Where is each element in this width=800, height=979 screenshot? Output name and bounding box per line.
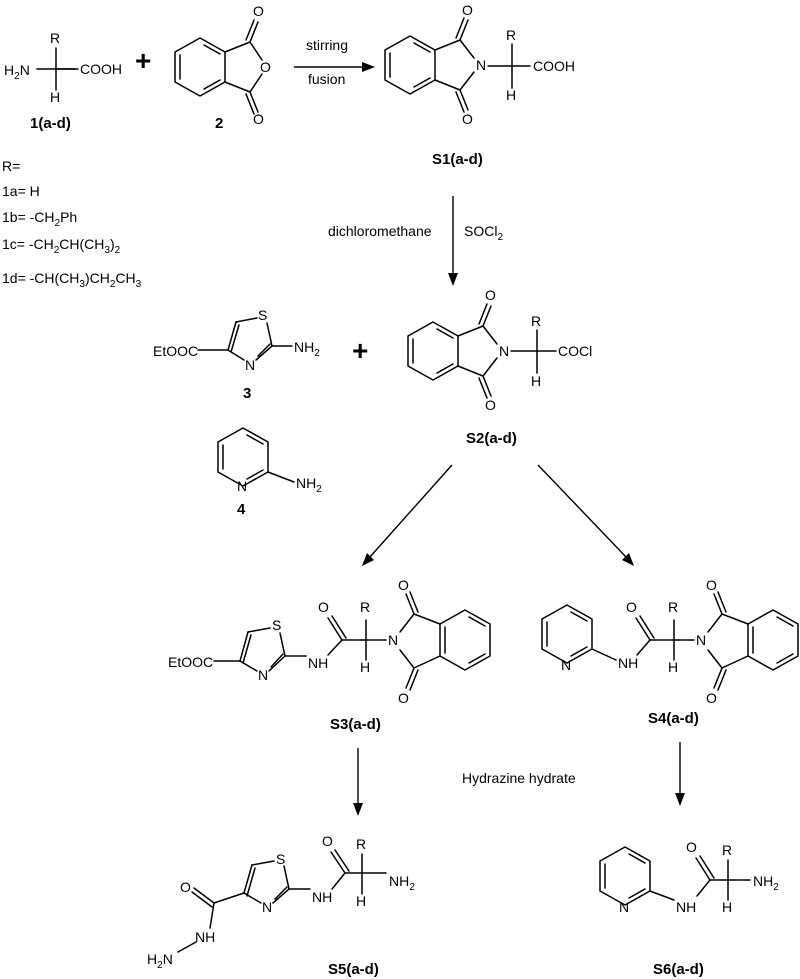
plus-sign-1: + — [135, 45, 151, 76]
compound-s2-structure: O N O R H COCl — [407, 287, 592, 413]
condition-stirring: stirring — [306, 37, 348, 53]
label-s3: S3(a-d) — [330, 716, 381, 733]
atom-r: R — [360, 599, 370, 615]
label-1: 1(a-d) — [30, 115, 71, 132]
substituent-list: R= 1a= H 1b= -CH2Ph 1c= -CH2CH(CH3)2 1d=… — [2, 158, 142, 290]
atom-o: O — [398, 577, 409, 593]
atom-n: N — [245, 357, 255, 373]
label-2: 2 — [215, 115, 223, 132]
atom-etooc: EtOOC — [168, 654, 213, 670]
atom-h: H — [668, 659, 678, 675]
atom-o: O — [626, 599, 637, 615]
atom-s: S — [272, 617, 281, 633]
atom-n: N — [619, 899, 629, 915]
atom-h: H — [356, 893, 366, 909]
atom-nh: NH — [676, 899, 696, 915]
atom-nh: NH — [618, 655, 638, 671]
atom-o: O — [260, 59, 271, 75]
atom-n: N — [258, 667, 268, 683]
atom-h2n: H2N — [4, 62, 30, 82]
atom-o: O — [485, 287, 496, 303]
substituent-1d: 1d= -CH(CH3)CH2CH3 — [2, 270, 142, 290]
atom-s: S — [276, 851, 285, 867]
atom-nh2: NH2 — [389, 873, 415, 893]
atom-o: O — [706, 577, 717, 593]
atom-s: S — [258, 307, 267, 323]
substituent-1a: 1a= H — [2, 183, 40, 199]
atom-nh: NH — [312, 889, 332, 905]
atom-nh2: NH2 — [296, 475, 322, 495]
atom-cooh: COOH — [80, 61, 122, 77]
atom-n: N — [476, 57, 486, 73]
atom-o: O — [322, 833, 333, 849]
atom-h: H — [531, 373, 541, 389]
compound-s3-structure: EtOOC S N NH O R H N O O — [168, 577, 491, 706]
atom-h: H — [360, 659, 370, 675]
atom-cocl: COCl — [558, 343, 592, 359]
compound-s1-structure: O N O R H COOH — [384, 2, 575, 127]
condition-fusion: fusion — [308, 71, 345, 87]
atom-o: O — [485, 397, 496, 413]
label-3: 3 — [243, 385, 251, 402]
atom-etooc: EtOOC — [153, 343, 198, 359]
compound-3-structure: S N EtOOC NH2 — [153, 307, 320, 373]
compound-s4-structure: N NH O R H N O O — [541, 577, 799, 706]
substituent-1c: 1c= -CH2CH(CH3)2 — [2, 236, 121, 256]
atom-r: R — [50, 30, 60, 46]
label-4: 4 — [237, 501, 246, 518]
compound-2-structure: O O O — [174, 3, 271, 127]
atom-nh: NH — [308, 655, 328, 671]
compound-s6-structure: N NH O R H NH2 — [599, 839, 779, 915]
atom-n: N — [561, 657, 571, 673]
atom-n: N — [499, 343, 509, 359]
condition-socl2: SOCl2 — [464, 223, 503, 243]
atom-o: O — [462, 2, 473, 18]
atom-o: O — [398, 690, 409, 706]
compound-4-structure: N NH2 — [217, 427, 322, 495]
label-s6: S6(a-d) — [653, 961, 704, 978]
atom-h2n: H2N — [147, 951, 173, 971]
atom-h: H — [50, 89, 60, 105]
atom-o: O — [706, 690, 717, 706]
plus-sign-2: + — [352, 335, 368, 366]
compound-s5-structure: S N O NH H2N NH O R H NH2 — [147, 833, 415, 971]
atom-o: O — [686, 839, 697, 855]
atom-nh2: NH2 — [294, 339, 320, 359]
atom-o: O — [180, 879, 191, 895]
label-s5: S5(a-d) — [328, 961, 379, 978]
atom-o: O — [318, 599, 329, 615]
atom-r: R — [668, 599, 678, 615]
atom-h: H — [722, 899, 732, 915]
atom-o: O — [253, 111, 264, 127]
atom-r: R — [506, 27, 516, 43]
atom-n: N — [237, 478, 247, 494]
atom-r: R — [356, 836, 366, 852]
compound-1-structure: H2N R H COOH — [4, 30, 122, 105]
label-s2: S2(a-d) — [466, 430, 517, 447]
atom-cooh: COOH — [533, 58, 575, 74]
atom-nh-hydrazide: NH — [195, 929, 215, 945]
substituent-header: R= — [2, 158, 20, 174]
atom-o: O — [462, 111, 473, 127]
arrow-to-s4 — [537, 464, 628, 559]
arrow-to-s3 — [368, 464, 453, 559]
atom-nh2: NH2 — [753, 873, 779, 893]
atom-h: H — [506, 87, 516, 103]
substituent-1b: 1b= -CH2Ph — [2, 209, 77, 229]
atom-r: R — [722, 842, 732, 858]
condition-dichloromethane: dichloromethane — [328, 223, 432, 239]
atom-o: O — [253, 3, 264, 19]
label-s4: S4(a-d) — [648, 710, 699, 727]
atom-n: N — [262, 899, 272, 915]
label-s1: S1(a-d) — [432, 151, 483, 168]
atom-n: N — [388, 632, 398, 648]
atom-n: N — [696, 632, 706, 648]
condition-hydrazine-hydrate: Hydrazine hydrate — [462, 770, 576, 786]
atom-r: R — [531, 313, 541, 329]
